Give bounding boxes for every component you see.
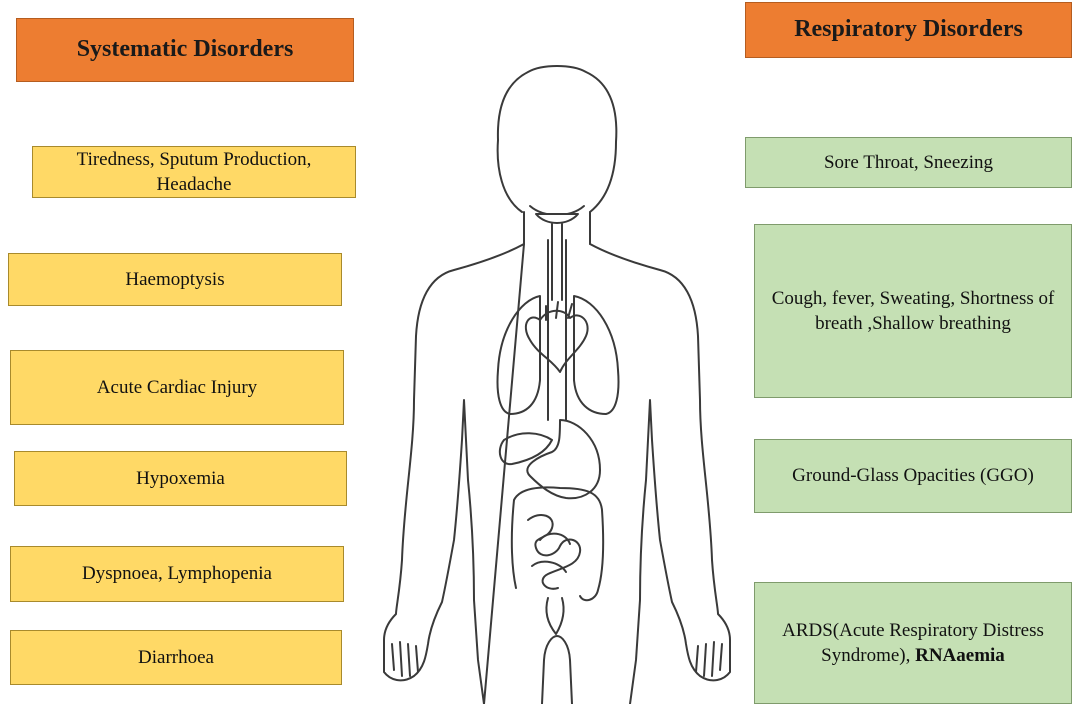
body-silhouette: [384, 66, 730, 704]
stomach-icon: [527, 420, 600, 498]
right-lung-icon: [574, 296, 619, 414]
left-hand-fingers: [392, 642, 418, 676]
large-intestine-icon: [512, 487, 603, 600]
trachea-icon: [548, 224, 566, 420]
mouth-icon: [536, 214, 578, 223]
right-hand-fingers: [696, 642, 722, 676]
rectum-icon: [546, 598, 563, 634]
heart-icon: [526, 311, 588, 372]
small-intestine-icon: [528, 515, 580, 589]
liver-icon: [500, 433, 552, 464]
